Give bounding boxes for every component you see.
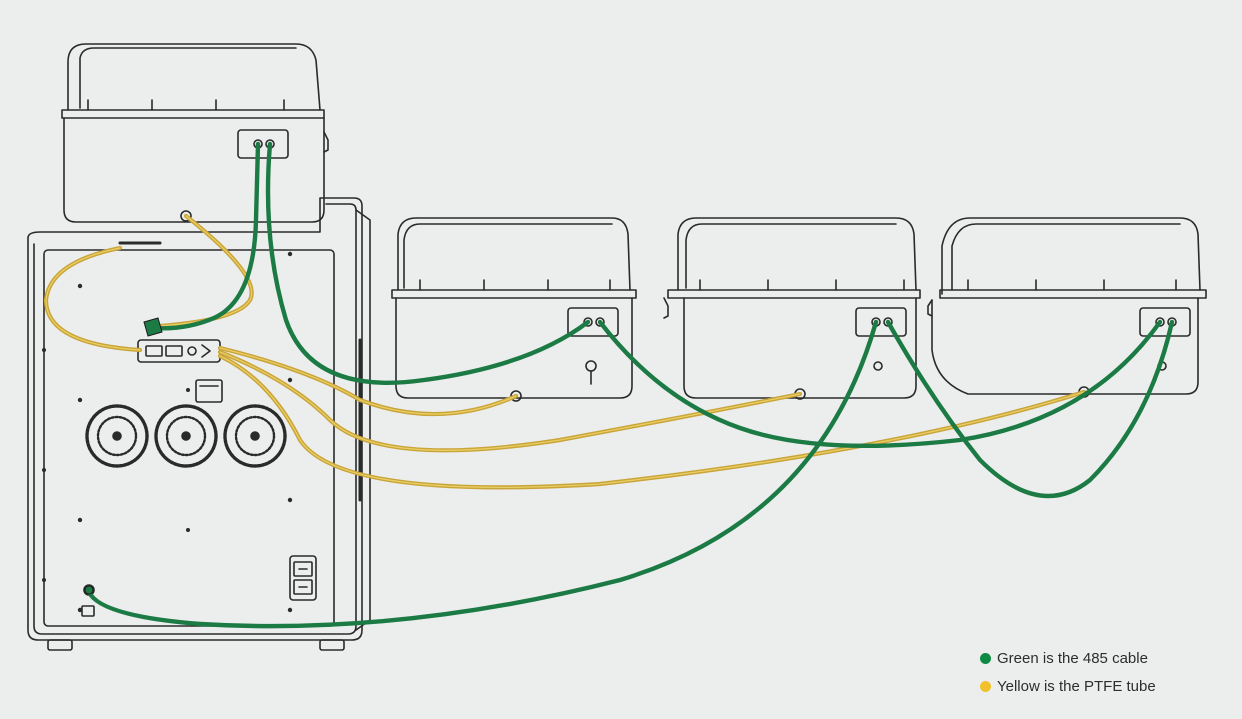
ptfe-tube-hub-3 xyxy=(217,349,803,453)
cable-connectors xyxy=(84,317,163,595)
rs485-cable-top-to-hub-2 xyxy=(265,141,591,385)
fan-icon xyxy=(223,404,287,468)
fan-icon xyxy=(85,404,149,468)
rs485-cable-top-to-splitter xyxy=(151,141,261,331)
legend-label: Green is the 485 cable xyxy=(997,649,1148,667)
rs485-cable-printer-to-hub-3 xyxy=(86,319,879,629)
tube-splitter xyxy=(137,339,221,363)
power-socket-icon xyxy=(289,555,317,601)
filament-hub-3 xyxy=(663,217,921,399)
legend-label: Yellow is the PTFE tube xyxy=(997,677,1156,695)
printer-rear-panel xyxy=(27,197,371,651)
rs485-cable-hub-3-to-hub-4 xyxy=(885,319,1175,499)
legend: Green is the 485 cable Yellow is the PTF… xyxy=(980,644,1156,700)
label-plate xyxy=(195,379,223,403)
ptfe-tubes xyxy=(43,213,1087,490)
filament-hub-4 xyxy=(927,217,1207,395)
yellow-dot-icon xyxy=(980,680,991,692)
green-dot-icon xyxy=(980,652,991,664)
printer-screws xyxy=(42,251,293,613)
legend-item-485-cable: Green is the 485 cable xyxy=(980,644,1156,672)
rs485-cables xyxy=(86,141,1175,629)
filament-hub-2 xyxy=(391,217,637,399)
legend-item-ptfe-tube: Yellow is the PTFE tube xyxy=(980,672,1156,700)
fan-icon xyxy=(154,404,218,468)
rs485-cable-hub-2-to-hub-3 xyxy=(597,319,1163,448)
filament-hub-top xyxy=(61,43,329,223)
tube-ports xyxy=(180,210,1090,402)
